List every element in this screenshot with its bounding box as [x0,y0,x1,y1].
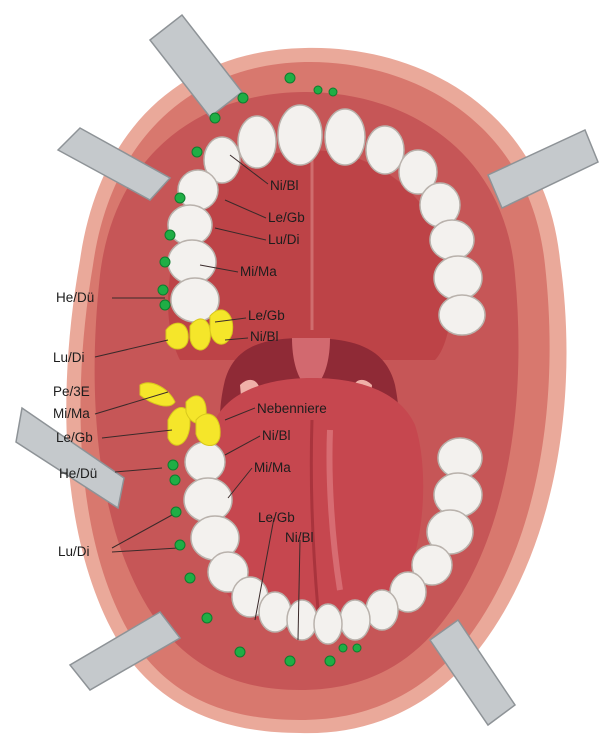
label-left-lu-di-lower: Lu/Di [58,544,90,559]
label-upper-ni-bl: Ni/Bl [270,178,299,193]
label-left-le-gb: Le/Gb [56,430,93,445]
acupoint [175,540,185,550]
acupoint [353,644,361,652]
acupoint [160,300,170,310]
acupoint [339,644,347,652]
acupoint [210,113,220,123]
label-upper-ni-bl-2: Ni/Bl [250,329,279,344]
acupoint [238,93,248,103]
acupoint [175,193,185,203]
acupoint [171,507,181,517]
label-lower-le-gb: Le/Gb [258,510,295,525]
label-left-pe-3e: Pe/3E [53,384,90,399]
label-left-lu-di-upper: Lu/Di [53,350,85,365]
label-upper-lu-di: Lu/Di [268,232,300,247]
acupoint [158,285,168,295]
acupoint [165,230,175,240]
acupoint [235,647,245,657]
label-lower-ni-bl: Ni/Bl [262,428,291,443]
acupoint [285,73,295,83]
label-nebenniere: Nebenniere [257,401,327,416]
label-upper-mi-ma: Mi/Ma [240,264,277,279]
label-lower-ni-bl-2: Ni/Bl [285,530,314,545]
acupoint [329,88,337,96]
label-left-he-du-lower: He/Dü [59,466,97,481]
label-upper-le-gb-2: Le/Gb [248,308,285,323]
acupoint [185,573,195,583]
acupoint [314,86,322,94]
label-lower-mi-ma: Mi/Ma [254,460,291,475]
label-left-mi-ma: Mi/Ma [53,406,90,421]
acupoint [325,656,335,666]
acupoint [160,257,170,267]
label-left-he-du-upper: He/Dü [56,290,94,305]
acupoint [285,656,295,666]
acupoint [202,613,212,623]
acupoint [168,460,178,470]
acupoint [192,147,202,157]
acupoint [170,475,180,485]
label-upper-le-gb: Le/Gb [268,210,305,225]
